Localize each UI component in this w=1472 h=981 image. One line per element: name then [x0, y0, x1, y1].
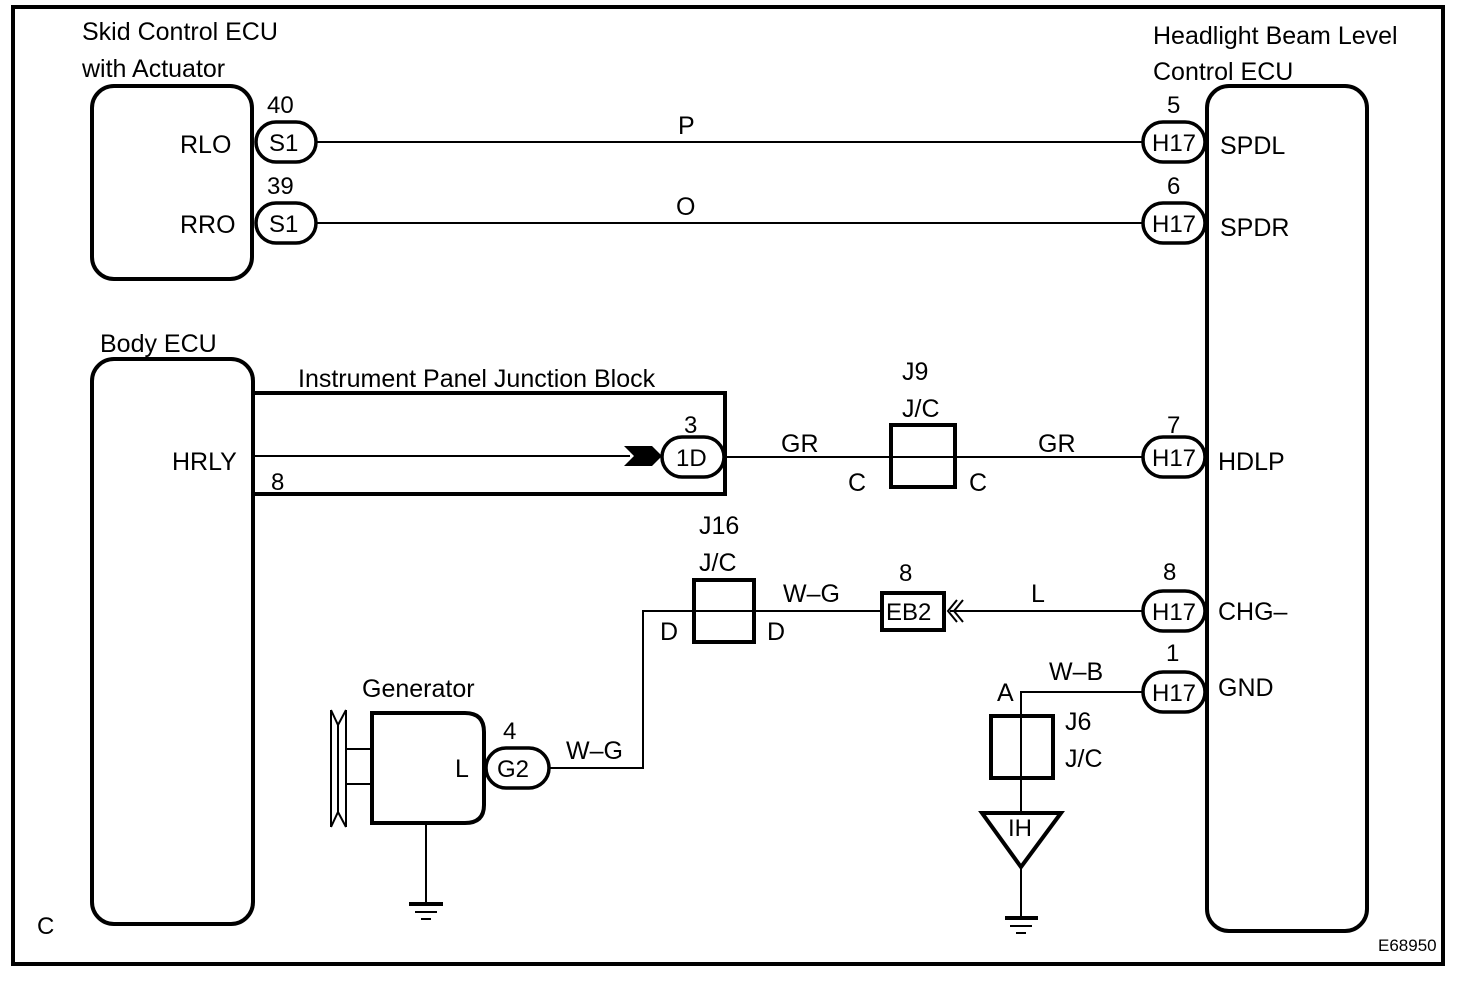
headlight-ecu-box[interactable]	[1205, 84, 1369, 933]
headlight-ecu-terminal-spdl: SPDL	[1220, 132, 1285, 160]
ib-1d-pin-3: 3	[684, 412, 697, 439]
junction-connector-j6[interactable]	[989, 714, 1055, 780]
connector-g2[interactable]	[484, 746, 551, 790]
j16-pin-left: D	[660, 618, 678, 646]
generator-terminal-l: L	[455, 755, 469, 783]
skid-ecu-title-line1: Skid Control ECU	[82, 18, 278, 46]
j9-pin-right: C	[969, 469, 987, 497]
headlight-ecu-terminal-gnd: GND	[1218, 674, 1274, 702]
connector-s1-39-label: S1	[269, 211, 298, 238]
j6-type: J/C	[1065, 745, 1103, 773]
ih-ground-icon	[1005, 916, 1038, 934]
h17-pin-1: 1	[1166, 640, 1179, 667]
connector-h17-6[interactable]	[1141, 201, 1207, 245]
eb2-pin-8: 8	[899, 560, 912, 587]
wire-color-wg-lower: W–G	[566, 737, 623, 765]
wire-color-gr-right: GR	[1038, 430, 1076, 458]
connector-h17-5[interactable]	[1141, 120, 1207, 164]
s1-pin-40: 40	[267, 92, 294, 119]
connector-h17-5-label: H17	[1152, 130, 1196, 157]
h17-pin-6: 6	[1167, 173, 1180, 200]
wire-color-wb: W–B	[1049, 658, 1103, 686]
generator-box[interactable]	[370, 711, 486, 825]
h17-pin-5: 5	[1167, 92, 1180, 119]
j16-pin-right: D	[767, 618, 785, 646]
headlight-ecu-title-line1: Headlight Beam Level	[1153, 22, 1398, 50]
connector-g2-label: G2	[497, 756, 529, 783]
j6-id: J6	[1065, 708, 1091, 736]
s1-pin-39: 39	[267, 173, 294, 200]
connector-1d-label: 1D	[676, 445, 707, 472]
generator-pulley-icon	[330, 709, 372, 828]
skid-ecu-title-line2: with Actuator	[81, 55, 225, 83]
headlight-ecu-title-line2: Control ECU	[1153, 58, 1293, 86]
body-ecu-box[interactable]	[90, 357, 255, 926]
ground-point-ih[interactable]	[978, 811, 1065, 871]
body-ecu-title: Body ECU	[100, 330, 217, 358]
ip-junction-block-outline[interactable]	[253, 391, 727, 496]
body-ecu-terminal-hrly: HRLY	[172, 448, 237, 476]
ground-point-ih-label: IH	[1008, 815, 1032, 842]
skid-ecu-box[interactable]	[90, 84, 254, 281]
connector-h17-6-label: H17	[1152, 211, 1196, 238]
connector-eb2-label: EB2	[886, 599, 931, 626]
wire-color-p: P	[678, 112, 695, 140]
female-terminal-arrow-icon	[624, 446, 662, 466]
wire-color-gr-left: GR	[781, 430, 819, 458]
body-ecu-pin-8: 8	[271, 469, 284, 496]
j6-pin-a: A	[997, 679, 1014, 707]
generator-title: Generator	[362, 675, 475, 703]
wire-color-wg-upper: W–G	[783, 580, 840, 608]
headlight-ecu-terminal-chg: CHG–	[1218, 598, 1288, 626]
headlight-ecu-terminal-spdr: SPDR	[1220, 214, 1289, 242]
g2-pin-4: 4	[503, 718, 516, 745]
diagram-frame	[11, 5, 1445, 966]
j9-id: J9	[902, 358, 928, 386]
ip-junction-block-title: Instrument Panel Junction Block	[298, 365, 656, 393]
j9-type: J/C	[902, 395, 940, 423]
wire-color-o: O	[676, 193, 695, 221]
generator-ground-icon	[409, 902, 443, 920]
headlight-ecu-terminal-hdlp: HDLP	[1218, 448, 1285, 476]
h17-pin-8: 8	[1163, 559, 1176, 586]
connector-h17-7-label: H17	[1152, 445, 1196, 472]
wire-color-l: L	[1031, 580, 1045, 608]
skid-ecu-terminal-rro: RRO	[180, 211, 236, 239]
j16-id: J16	[699, 512, 739, 540]
j16-type: J/C	[699, 549, 737, 577]
connector-h17-1-label: H17	[1152, 680, 1196, 707]
wire-gnd-j6[interactable]	[1020, 691, 1143, 813]
wire-g2-j16[interactable]	[549, 610, 694, 769]
connector-h17-8-label: H17	[1152, 599, 1196, 626]
j9-pin-left: C	[848, 469, 866, 497]
skid-ecu-terminal-rlo: RLO	[180, 131, 231, 159]
connector-s1-40-label: S1	[269, 130, 298, 157]
figure-id: E68950	[1378, 936, 1437, 955]
connector-eb2[interactable]	[880, 591, 946, 632]
corner-mark: C	[37, 913, 54, 940]
h17-pin-7: 7	[1167, 412, 1180, 439]
